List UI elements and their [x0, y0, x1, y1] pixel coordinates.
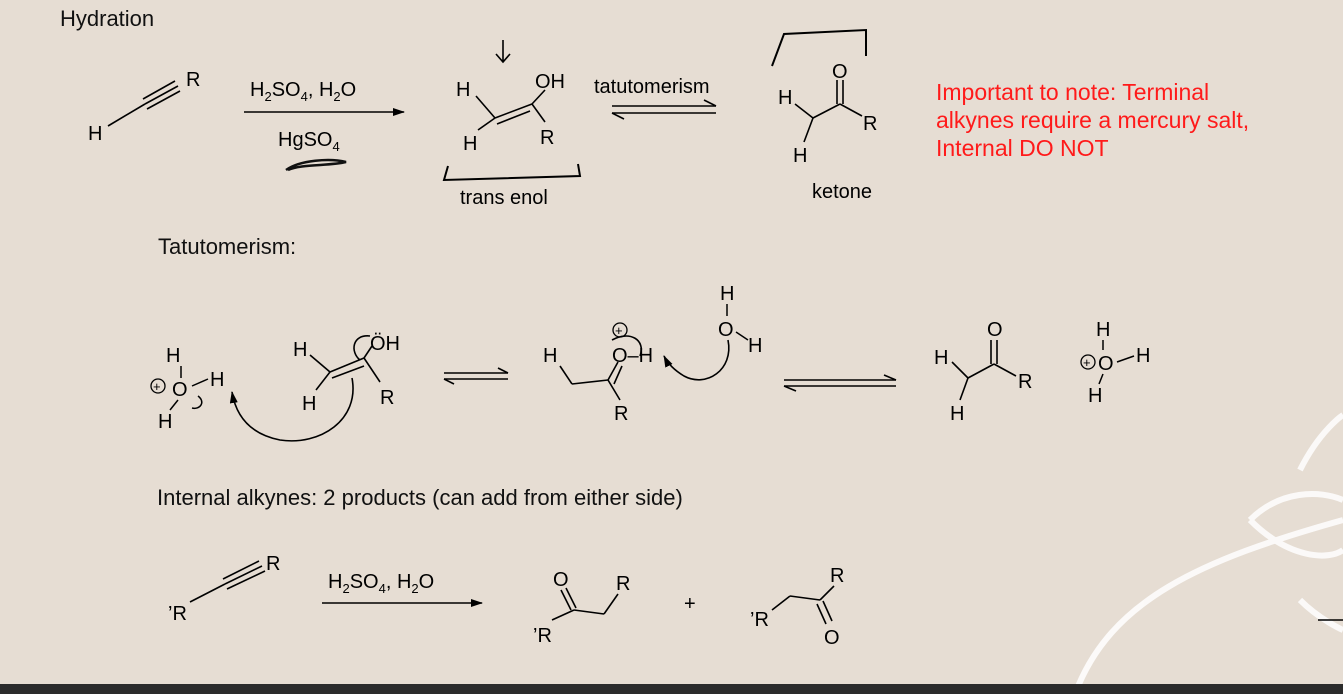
enol-r: R	[540, 127, 554, 149]
product-1	[551, 587, 619, 621]
ketone-label: ketone	[812, 181, 872, 203]
tautomerism-heading: Tatutomerism:	[158, 234, 297, 259]
hydronium-bond-bottom	[1098, 373, 1104, 385]
enol-bracket	[442, 163, 582, 182]
tautomerism-arrow-label: tatutomerism	[594, 76, 710, 98]
reagents-h2so4-h2o: H2SO4, H2O	[250, 79, 356, 104]
equilibrium-arrows-1	[611, 99, 717, 120]
alkyne-h: H	[88, 123, 102, 145]
hydronium-o: O	[1098, 353, 1114, 375]
hydronium-bond-right	[1116, 355, 1135, 363]
ketone-h-bottom: H	[793, 145, 807, 167]
internal-alkyne-r: R	[266, 553, 280, 575]
mech-ketone-h-bottom: H	[950, 403, 964, 425]
mercury-salt-note: Important to note: Terminal alkynes requ…	[936, 78, 1336, 162]
note-line-3: Internal DO NOT	[936, 135, 1109, 161]
hydronium-h-bottom: H	[1088, 385, 1102, 407]
mech-ketone-r: R	[1018, 371, 1032, 393]
h3o-h-bottom: H	[158, 411, 172, 433]
product2-o: O	[824, 627, 840, 649]
hydronium-h-top: H	[1096, 319, 1110, 341]
h3o-h-top: H	[166, 345, 180, 367]
product1-r: R	[616, 573, 630, 595]
bottom-bar	[0, 684, 1343, 694]
curved-arrow-deprotonation	[663, 339, 730, 381]
reagent-hgso4: HgSO4	[278, 129, 340, 154]
mech-ketone-h-top: H	[934, 347, 948, 369]
mech-enol-oh: ÖH	[370, 333, 400, 355]
plus-sign: +	[684, 593, 696, 615]
mechanism-enol	[309, 335, 381, 391]
mech-enol-h-bottom: H	[302, 393, 316, 415]
ketone-o: O	[832, 61, 848, 83]
hydronium-charge: +	[1083, 355, 1091, 370]
hydration-heading: Hydration	[60, 6, 155, 31]
oxonium-r: R	[614, 403, 628, 425]
product2-rprime: ’R	[750, 609, 769, 631]
trans-enol	[475, 40, 546, 131]
internal-alkynes-heading: Internal alkynes: 2 products (can add fr…	[157, 485, 683, 510]
ketone-structure	[794, 80, 863, 143]
terminal-alkyne	[107, 80, 181, 127]
water-h-right: H	[748, 335, 762, 357]
product-2	[771, 585, 835, 625]
oxonium-h-left: H	[543, 345, 557, 367]
ketone-h-top: H	[778, 87, 792, 109]
enol-oh: OH	[535, 71, 565, 93]
plus-charge-icon-3	[1080, 354, 1096, 370]
enol-h-top: H	[456, 79, 470, 101]
mech-ketone-o: O	[987, 319, 1003, 341]
water-o: O	[718, 319, 734, 341]
protonated-ketone	[559, 335, 643, 401]
decorative-leaves	[1072, 412, 1343, 694]
plus-charge-icon-2	[612, 322, 628, 338]
water-h-top: H	[720, 283, 734, 305]
note-line-2: alkynes require a mercury salt,	[936, 107, 1250, 133]
curved-arrow-attack	[229, 377, 354, 442]
ketone-bracket	[771, 28, 867, 67]
mech-ketone	[951, 340, 1017, 401]
mech-enol-h-top: H	[293, 339, 307, 361]
hydronium-h-right: H	[1136, 345, 1150, 367]
internal-alkyne	[189, 560, 266, 603]
h3o-h-right: H	[210, 369, 224, 391]
oxonium-oh: O–H	[612, 345, 653, 367]
plus-charge-icon	[150, 378, 166, 394]
product1-rprime: ’R	[533, 625, 552, 647]
note-line-1: Important to note: Terminal	[936, 79, 1210, 105]
equilibrium-arrows-3	[783, 374, 897, 392]
enol-h-bottom: H	[463, 133, 477, 155]
ketone-r: R	[863, 113, 877, 135]
reagents-2: H2SO4, H2O	[328, 571, 434, 596]
h3o-charge: +	[153, 379, 161, 394]
water-bond-right	[735, 331, 749, 341]
hgso4-underline-scribble	[285, 158, 347, 172]
h3o-bonds	[169, 366, 209, 411]
h3o-o: O	[172, 379, 188, 401]
internal-alkyne-rprime: ’R	[168, 603, 187, 625]
mech-enol-r: R	[380, 387, 394, 409]
equilibrium-arrows-2	[443, 367, 509, 385]
product2-r: R	[830, 565, 844, 587]
product1-o: O	[553, 569, 569, 591]
alkyne-r: R	[186, 69, 200, 91]
oxonium-charge: +	[615, 323, 623, 338]
trans-enol-label: trans enol	[460, 187, 548, 209]
